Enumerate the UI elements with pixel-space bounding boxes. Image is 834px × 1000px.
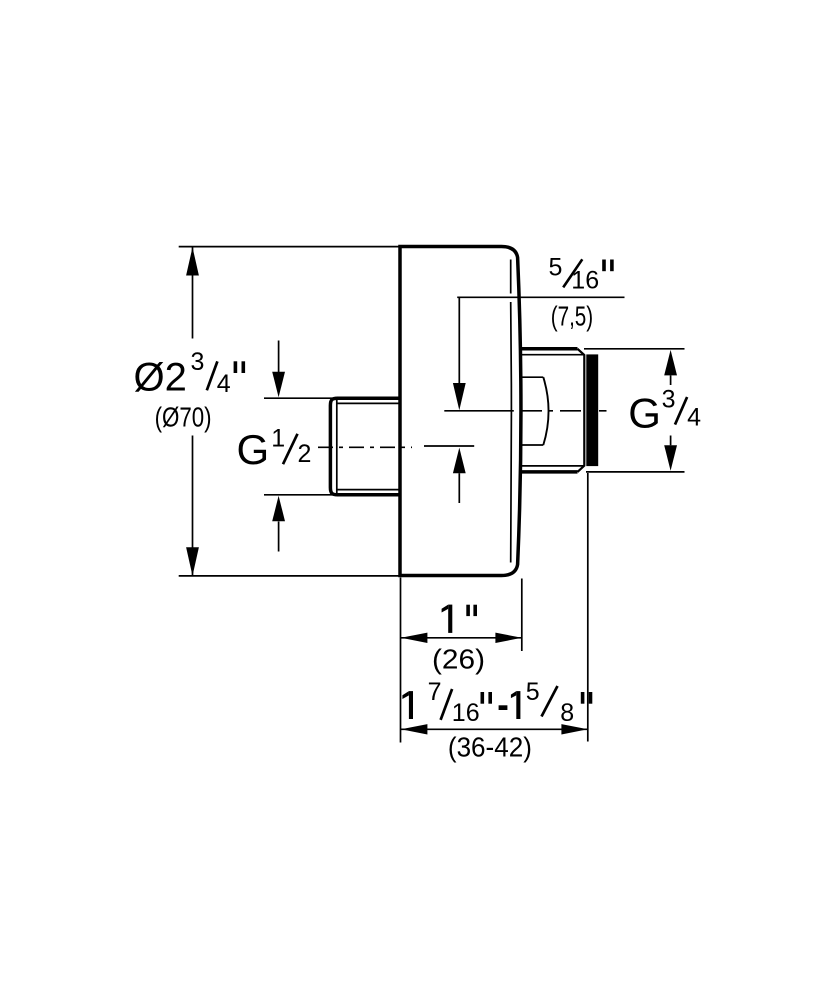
svg-text:16: 16 <box>452 699 480 727</box>
svg-text:Ø2: Ø2 <box>134 356 187 400</box>
svg-text:7: 7 <box>428 678 442 706</box>
svg-text:4: 4 <box>687 403 701 431</box>
svg-text:2: 2 <box>298 440 312 468</box>
svg-text:4: 4 <box>217 370 231 398</box>
svg-text:1: 1 <box>271 424 285 452</box>
svg-text:16: 16 <box>571 267 599 295</box>
svg-text:5: 5 <box>526 678 540 706</box>
svg-text:G: G <box>628 390 661 437</box>
svg-text:(26): (26) <box>432 644 485 675</box>
svg-text:(36-42): (36-42) <box>448 732 532 763</box>
svg-text:G: G <box>237 426 270 473</box>
svg-text:5: 5 <box>549 253 563 281</box>
svg-text:(7,5): (7,5) <box>551 300 594 331</box>
svg-text:(Ø70): (Ø70) <box>155 401 212 432</box>
svg-text:3: 3 <box>662 385 676 413</box>
svg-text:3: 3 <box>191 348 205 376</box>
svg-text:8: 8 <box>560 699 574 727</box>
